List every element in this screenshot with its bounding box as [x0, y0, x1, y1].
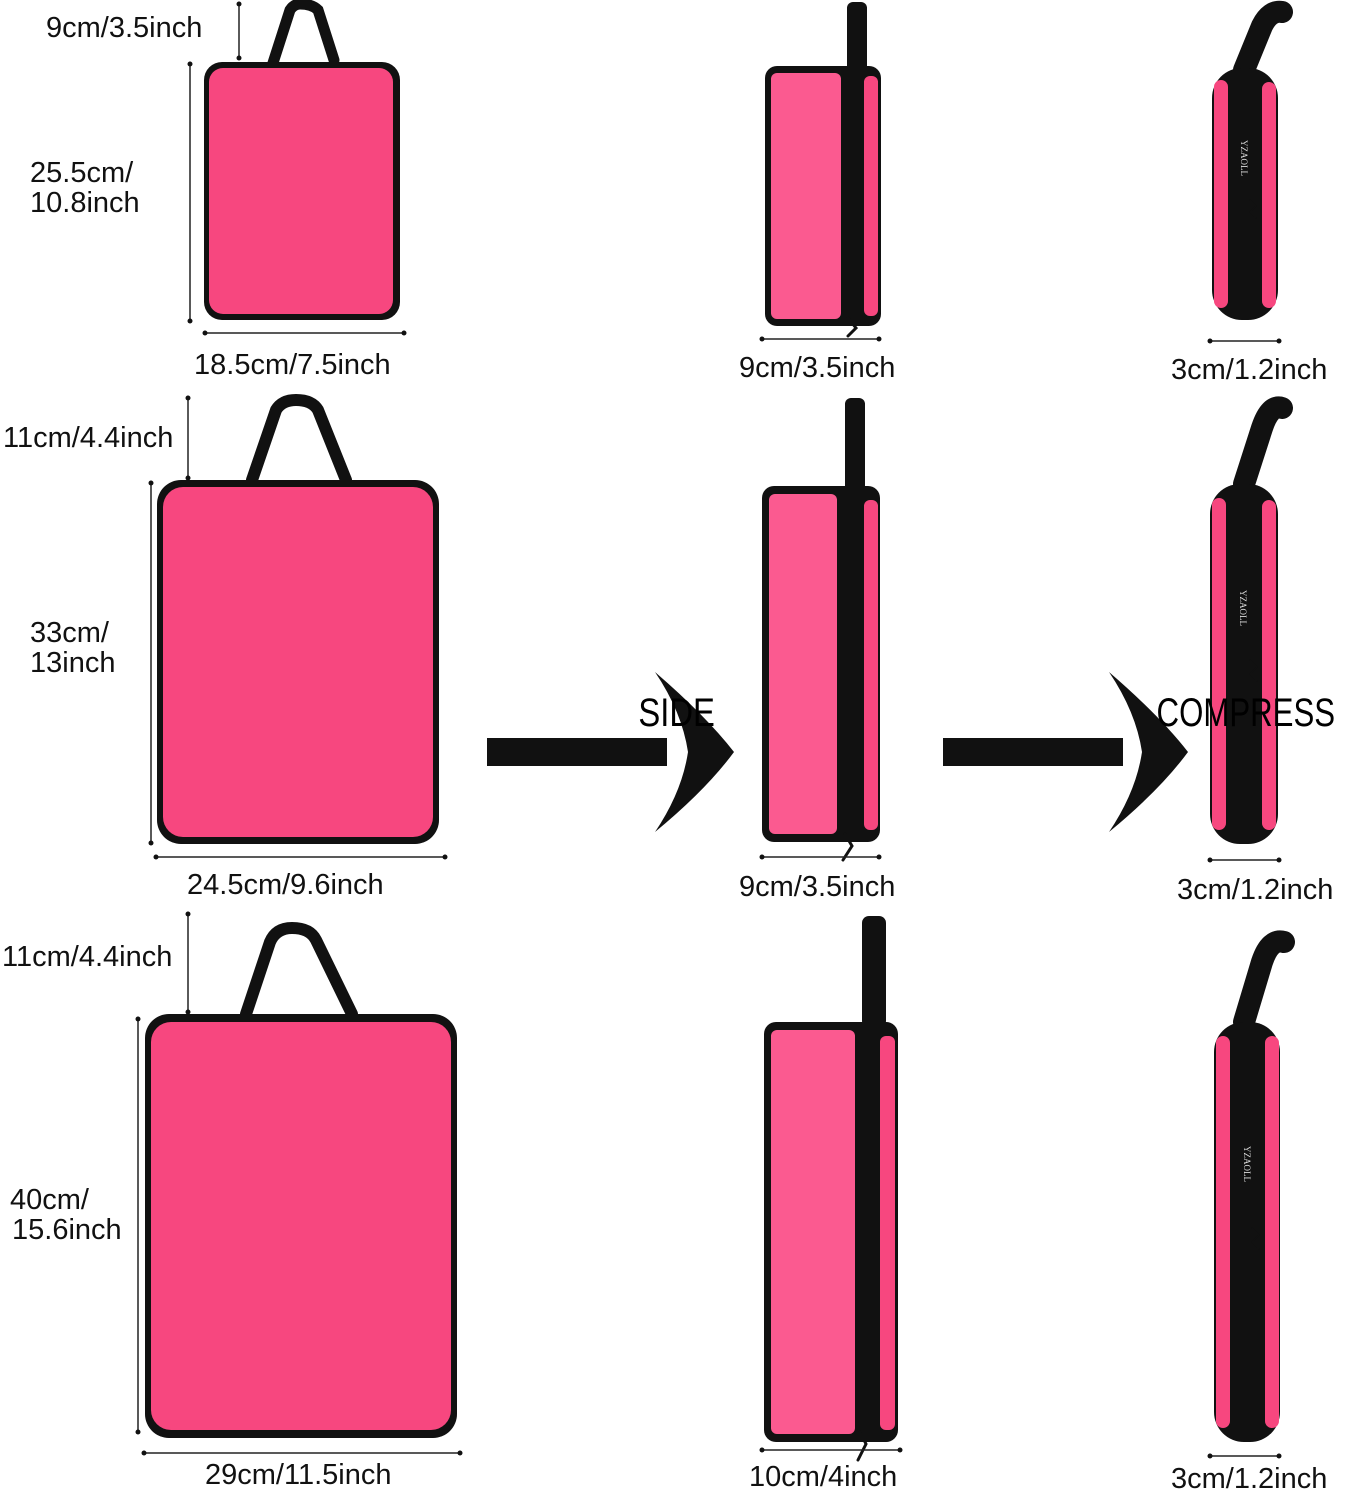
small-compressed-dimension: 3cm/1.2inch: [1171, 354, 1327, 386]
large-height-line1: 40cm/: [10, 1184, 90, 1216]
compress-label: COMPRESS: [1157, 690, 1336, 735]
small-handle-dimension: 9cm/3.5inch: [46, 12, 202, 44]
large-handle-dimension: 11cm/4.4inch: [2, 941, 172, 973]
small-width-dimension: 18.5cm/7.5inch: [194, 349, 391, 381]
large-width-dimension: 29cm/11.5inch: [205, 1459, 391, 1491]
large-compressed-dimension: 3cm/1.2inch: [1171, 1463, 1327, 1495]
medium-compressed-dimension: 3cm/1.2inch: [1177, 874, 1333, 906]
medium-side-dimension: 9cm/3.5inch: [739, 871, 895, 903]
medium-handle-dimension: 11cm/4.4inch: [3, 422, 173, 454]
small-side-dimension: 9cm/3.5inch: [739, 352, 895, 384]
medium-height-line1: 33cm/: [30, 617, 110, 649]
small-front-bag: [204, 0, 400, 320]
small-height-line2: 10.8inch: [30, 187, 140, 219]
compress-arrow: [943, 672, 1188, 832]
medium-height-line2: 13inch: [30, 647, 115, 679]
medium-height-dimension: 33cm/ 13inch: [30, 617, 117, 679]
large-compressed-bag: YZAOLL: [1214, 930, 1295, 1442]
large-front-bag: [145, 921, 457, 1438]
small-brand-label: YZAOLL: [1239, 140, 1249, 176]
small-height-line1: 25.5cm/: [30, 157, 134, 189]
medium-side-bag: [762, 398, 880, 862]
side-arrow: [487, 672, 734, 832]
row-medium: 11cm/4.4inch 33cm/ 13inch 24.5cm/9.6inch…: [3, 393, 1336, 906]
row-small: 9cm/3.5inch 25.5cm/ 10.8inch 18.5cm/7.5i…: [30, 0, 1327, 386]
large-side-dimension: 10cm/4inch: [749, 1461, 897, 1493]
side-label: SIDE: [638, 690, 715, 735]
small-height-dimension: 25.5cm/ 10.8inch: [30, 157, 141, 219]
large-height-line2: 15.6inch: [12, 1214, 122, 1246]
medium-compressed-bag: YZAOLL: [1210, 396, 1293, 844]
medium-brand-label: YZAOLL: [1238, 590, 1248, 626]
large-height-dimension: 40cm/ 15.6inch: [10, 1184, 122, 1246]
medium-width-dimension: 24.5cm/9.6inch: [187, 869, 384, 901]
medium-front-bag: [157, 393, 439, 844]
row-large: 11cm/4.4inch 40cm/ 15.6inch 29cm/11.5inc…: [2, 911, 1327, 1495]
large-brand-label: YZAOLL: [1242, 1146, 1252, 1182]
large-side-bag: [764, 916, 898, 1462]
small-side-bag: [765, 2, 881, 338]
small-compressed-bag: YZAOLL: [1212, 0, 1293, 320]
